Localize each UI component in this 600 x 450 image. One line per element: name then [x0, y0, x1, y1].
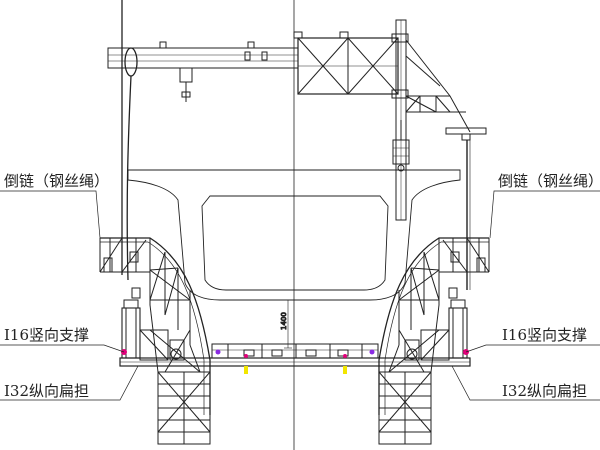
dimension-text: 1400 [280, 312, 288, 330]
top-lifting-frame [107, 19, 487, 221]
label-chain-right: 倒链（钢丝绳） [498, 172, 600, 190]
dimension-1400 [284, 299, 292, 349]
label-chain-left: 倒链（钢丝绳） [4, 172, 109, 190]
label-brace-left: I16竖向支撑 [4, 326, 89, 344]
bottom-beam [119, 343, 471, 367]
box-girder-section [127, 169, 461, 301]
label-beam-right: I32纵向扁担 [502, 382, 587, 400]
marker-purple-2 [369, 349, 375, 355]
marker-purple-1 [215, 349, 221, 355]
marker-yellow-2 [343, 366, 347, 374]
right-side-formwork [378, 237, 490, 445]
label-brace-right: I16竖向支撑 [502, 326, 587, 344]
leader-lines [0, 190, 600, 401]
marker-pink-3 [244, 354, 248, 358]
marker-pink-4 [343, 354, 347, 358]
left-side-formwork [99, 237, 211, 445]
label-beam-left: I32纵向扁担 [4, 382, 89, 400]
marker-yellow-1 [244, 366, 248, 374]
